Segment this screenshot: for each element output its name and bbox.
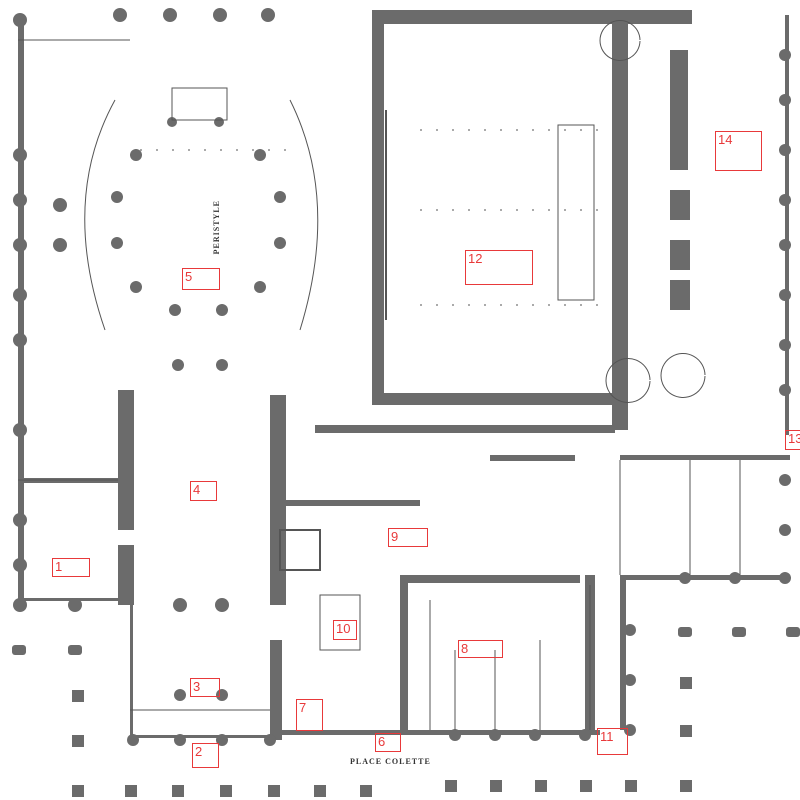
north-wall — [372, 10, 692, 24]
zone-1[interactable]: 1 — [52, 558, 90, 577]
zone-14[interactable]: 14 — [715, 131, 762, 171]
zone-7[interactable]: 7 — [296, 699, 323, 731]
zone-9[interactable]: 9 — [388, 528, 428, 547]
room-label-peristyle: PERISTYLE — [212, 200, 221, 255]
theatre-south-wall — [372, 393, 628, 405]
zone-11[interactable]: 11 — [597, 728, 628, 755]
zone-2[interactable]: 2 — [192, 743, 219, 768]
zone-3[interactable]: 3 — [190, 678, 220, 697]
theatre-west-wall — [372, 10, 384, 405]
zone-10[interactable]: 10 — [333, 620, 357, 640]
zone-8[interactable]: 8 — [458, 640, 503, 658]
zone-12[interactable]: 12 — [465, 250, 533, 285]
theatre-east-wall — [612, 10, 628, 430]
zone-13[interactable]: 13 — [785, 430, 800, 450]
zone-5[interactable]: 5 — [182, 268, 220, 290]
zone-6[interactable]: 6 — [375, 733, 401, 752]
street-label: PLACE COLETTE — [350, 757, 431, 766]
zone-4[interactable]: 4 — [190, 481, 217, 501]
